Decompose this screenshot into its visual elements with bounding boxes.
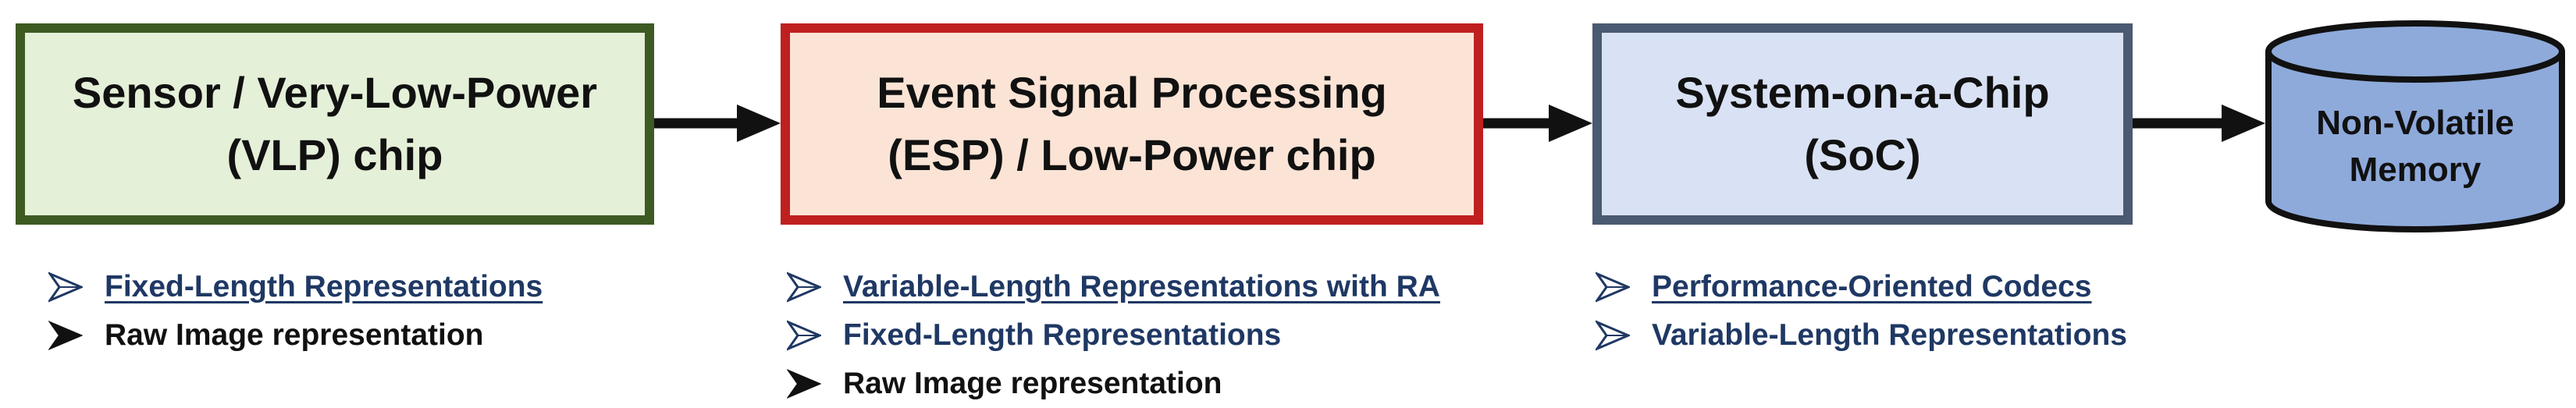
- arrowhead-bullet-icon: [787, 320, 821, 351]
- arrow-right-icon: [737, 105, 781, 142]
- arrowhead-bullet-icon: [48, 321, 83, 350]
- arrowhead-bullet-icon: [48, 271, 83, 303]
- esp-box-label: Event Signal Processing (ESP) / Low-Powe…: [877, 68, 1387, 179]
- list-item[interactable]: Variable-Length Representations with RA: [787, 263, 1440, 311]
- esp-representation-list: Variable-Length Representations with RA …: [787, 263, 1440, 408]
- arrowhead-bullet-icon: [1596, 271, 1630, 303]
- list-item-text: Raw Image representation: [843, 367, 1222, 400]
- arrow-right-icon: [2222, 105, 2265, 142]
- arrowhead-bullet-icon: [1596, 320, 1630, 351]
- list-item-text: Fixed-Length Representations: [843, 318, 1282, 352]
- list-item-text: Variable-Length Representations: [1652, 318, 2127, 352]
- soc-box: System-on-a-Chip (SoC): [1592, 23, 2133, 225]
- soc-representation-list: Performance-Oriented Codecs Variable-Len…: [1596, 263, 2127, 360]
- list-item: Variable-Length Representations: [1596, 311, 2127, 360]
- arrowhead-bullet-icon: [787, 271, 821, 303]
- memory-cylinder: [2265, 20, 2565, 232]
- sensor-vlp-chip-box: Sensor / Very-Low-Power (VLP) chip: [16, 23, 654, 225]
- esp-low-power-chip-box: Event Signal Processing (ESP) / Low-Powe…: [781, 23, 1483, 225]
- soc-box-label: System-on-a-Chip (SoC): [1675, 68, 2050, 179]
- arrowhead-bullet-icon: [787, 369, 821, 399]
- list-item-text[interactable]: Variable-Length Representations with RA: [843, 270, 1440, 303]
- arrow-soc-to-memory: [2133, 105, 2265, 142]
- list-item-text[interactable]: Fixed-Length Representations: [105, 270, 543, 303]
- arrow-sensor-to-esp: [654, 105, 781, 142]
- sensor-representation-list: Fixed-Length Representations Raw Image r…: [48, 263, 543, 360]
- memory-label: Non-Volatile Memory: [2316, 104, 2514, 189]
- list-item: Fixed-Length Representations: [787, 311, 1440, 360]
- list-item-text: Raw Image representation: [105, 318, 484, 352]
- list-item: Raw Image representation: [787, 360, 1440, 408]
- list-item-text[interactable]: Performance-Oriented Codecs: [1652, 270, 2092, 303]
- sensor-box-label: Sensor / Very-Low-Power (VLP) chip: [72, 68, 598, 179]
- list-item: Raw Image representation: [48, 311, 543, 360]
- arrow-right-icon: [1549, 105, 1592, 142]
- list-item[interactable]: Performance-Oriented Codecs: [1596, 263, 2127, 311]
- arrow-esp-to-soc: [1483, 105, 1592, 142]
- list-item[interactable]: Fixed-Length Representations: [48, 263, 543, 311]
